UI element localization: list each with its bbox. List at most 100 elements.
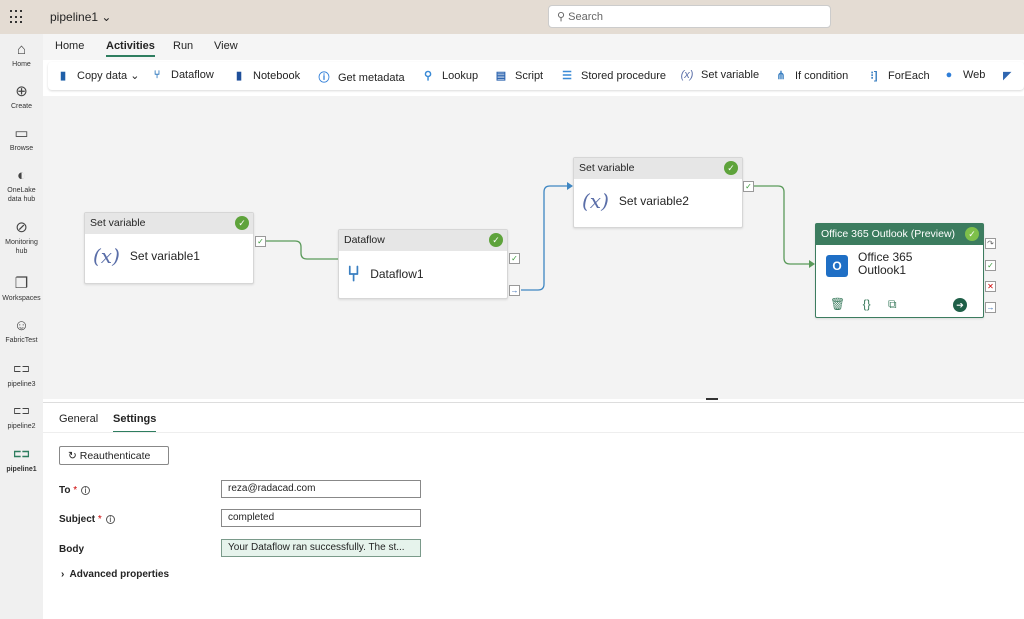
- outlook-icon: O: [826, 255, 848, 277]
- tab-general[interactable]: General: [59, 413, 99, 425]
- label-text: To: [59, 485, 71, 496]
- foreach-button[interactable]: ⁝]ForEach: [867, 69, 929, 82]
- edge-df-sv2: [521, 185, 567, 291]
- copy-data-icon: ▮: [59, 70, 67, 82]
- edge-sv1-df: [265, 240, 338, 260]
- if-condition-button[interactable]: ⋔ If condition: [774, 69, 848, 82]
- pipeline-canvas[interactable]: Set variable✓ (x)Set variable1 ✓ Dataflo…: [43, 96, 1024, 399]
- on-skip-port[interactable]: ↷: [985, 238, 996, 249]
- code-icon[interactable]: {}: [862, 297, 871, 311]
- tab-home[interactable]: Home: [55, 40, 85, 52]
- top-bar: pipeline1 ⌄ ⚲ Search: [0, 0, 1024, 34]
- notebook-button[interactable]: ▮Notebook: [232, 69, 300, 82]
- folder-icon: ▭: [14, 125, 29, 142]
- activity-dataflow1[interactable]: Dataflow✓ ⑂Dataflow1: [338, 229, 508, 299]
- to-label: To *i: [59, 485, 91, 496]
- info-icon[interactable]: i: [105, 515, 115, 524]
- rail-label: pipeline1: [6, 466, 37, 473]
- on-success-port[interactable]: ✓: [509, 253, 520, 264]
- pipeline-icon: ⊏⊐: [13, 364, 30, 375]
- body-field[interactable]: Your Dataflow ran successfully. The st..…: [221, 539, 421, 557]
- tab-view[interactable]: View: [214, 40, 238, 52]
- on-completion-port[interactable]: →: [509, 285, 520, 296]
- rail-fabrictest[interactable]: ☺FabricTest: [0, 318, 43, 345]
- copy-icon[interactable]: ⧉: [887, 297, 897, 311]
- script-button[interactable]: ▤ Script: [494, 69, 543, 82]
- arrow-head: [567, 182, 573, 190]
- success-check-icon: ✓: [724, 161, 738, 175]
- label: Stored procedure: [581, 70, 666, 82]
- required-marker: *: [97, 514, 102, 525]
- info-icon: ⓘ: [318, 72, 330, 84]
- on-success-port[interactable]: ✓: [255, 236, 266, 247]
- on-success-port[interactable]: ✓: [985, 260, 996, 271]
- rail-monitoring[interactable]: ⊘Monitoring hub: [0, 220, 43, 256]
- activity-name: Set variable1: [129, 249, 200, 263]
- info-icon[interactable]: i: [81, 486, 91, 495]
- variable-icon: (x): [93, 244, 120, 268]
- variable-icon: (x): [582, 189, 609, 213]
- to-field[interactable]: reza@radacad.com: [221, 480, 421, 498]
- reauthenticate-button[interactable]: ↻ Reauthenticate: [59, 446, 169, 465]
- activity-set-variable1[interactable]: Set variable✓ (x)Set variable1: [84, 212, 254, 284]
- dataflow-icon: ⑂: [347, 261, 361, 286]
- rail-pipeline1[interactable]: ⊏⊐pipeline1: [0, 447, 43, 474]
- search-placeholder: Search: [568, 11, 603, 23]
- pipeline-icon: ⊏⊐: [13, 406, 30, 417]
- rail-browse[interactable]: ▭ Browse: [0, 126, 43, 153]
- app-launcher-icon[interactable]: [10, 10, 24, 24]
- dataflow-button[interactable]: ⑂Dataflow: [150, 69, 214, 81]
- go-arrow-icon[interactable]: ➔: [953, 298, 967, 312]
- item-title[interactable]: pipeline1 ⌄: [50, 10, 111, 24]
- label: Web: [963, 69, 986, 81]
- edge-sv2-o365: [754, 185, 809, 265]
- variable-icon: (x): [680, 69, 694, 81]
- on-success-port[interactable]: ✓: [743, 181, 754, 192]
- ribbon-tabs: Home Activities Run View: [43, 34, 1024, 60]
- arrow-head: [809, 260, 815, 268]
- body-label: Body: [59, 544, 84, 555]
- if-condition-icon: ⋔: [776, 70, 786, 82]
- copy-data-button[interactable]: ▮Copy data ⌄: [56, 69, 139, 82]
- activity-set-variable2[interactable]: Set variable✓ (x)Set variable2: [573, 157, 743, 228]
- subject-field[interactable]: completed: [221, 509, 421, 527]
- label: If condition: [795, 70, 849, 82]
- on-completion-port[interactable]: →: [985, 302, 996, 313]
- webhook-icon[interactable]: ◤: [1003, 70, 1012, 82]
- web-button[interactable]: ●Web: [942, 69, 986, 81]
- set-variable-button[interactable]: (x) Set variable: [680, 69, 760, 81]
- rail-label: Create: [10, 103, 32, 110]
- tab-run[interactable]: Run: [173, 40, 194, 52]
- tab-activities[interactable]: Activities: [106, 40, 155, 57]
- left-rail: ⌂Home ⊕Create ▭Browse ◐OneLake data hub …: [0, 34, 43, 619]
- label: Script: [515, 70, 544, 82]
- label: Dataflow: [171, 69, 214, 81]
- delete-icon[interactable]: 🗑: [830, 297, 846, 311]
- success-check-icon: ✓: [235, 216, 249, 230]
- stored-procedure-button[interactable]: ☰Stored procedure: [560, 69, 666, 82]
- rail-pipeline2[interactable]: ⊏⊐pipeline2: [0, 404, 43, 431]
- search-input[interactable]: ⚲ Search: [548, 5, 831, 28]
- label: Lookup: [442, 70, 479, 82]
- title-text: pipeline1: [50, 10, 99, 24]
- on-failure-port[interactable]: ✕: [985, 281, 996, 292]
- rail-workspaces[interactable]: ❐Workspaces: [0, 276, 43, 303]
- rail-create[interactable]: ⊕Create: [0, 84, 43, 111]
- rail-label: FabricTest: [5, 337, 38, 344]
- search-icon: ⚲: [557, 11, 566, 23]
- label: Notebook: [253, 70, 301, 82]
- script-icon: ▤: [495, 70, 507, 82]
- label: Set variable: [701, 69, 760, 81]
- tab-settings[interactable]: Settings: [113, 413, 157, 433]
- rail-onelake[interactable]: ◐OneLake data hub: [0, 168, 43, 204]
- rail-label: Browse: [9, 145, 34, 152]
- connectors: [265, 182, 815, 291]
- resize-handle[interactable]: [706, 398, 718, 400]
- advanced-properties-toggle[interactable]: › Advanced properties: [61, 569, 169, 580]
- rail-home[interactable]: ⌂Home: [0, 42, 43, 69]
- lookup-button[interactable]: ⚲Lookup: [421, 69, 478, 82]
- rail-pipeline3[interactable]: ⊏⊐pipeline3: [0, 362, 43, 389]
